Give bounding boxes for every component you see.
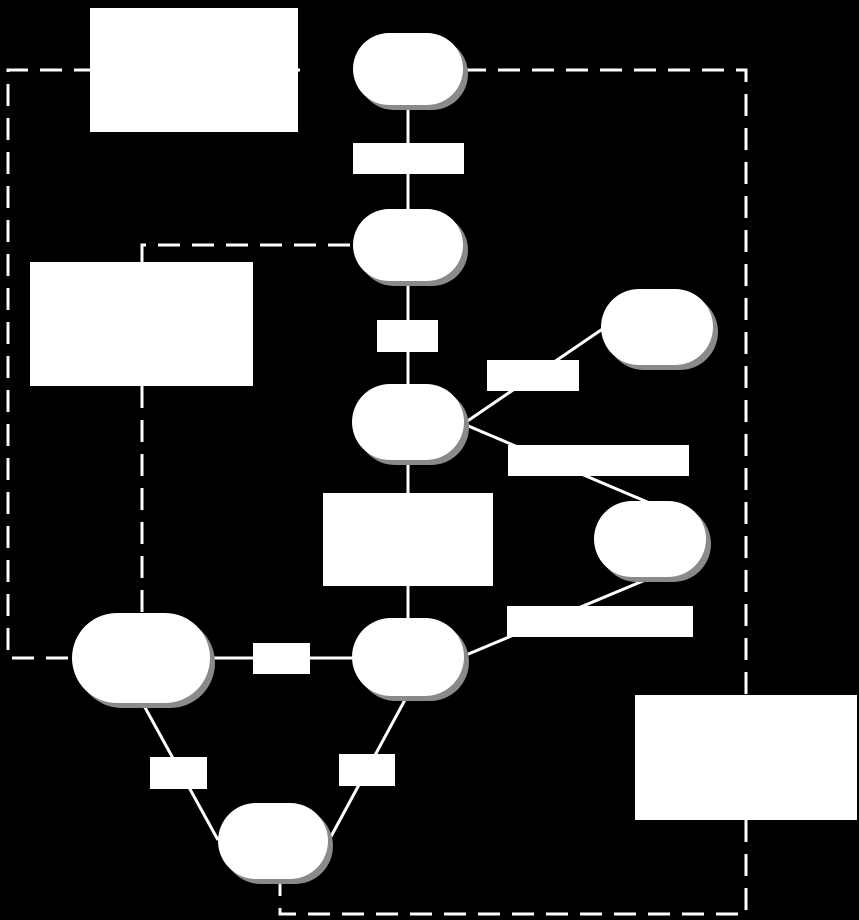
edge-label-right-lower [507, 606, 693, 637]
edge-label-top [353, 143, 464, 174]
edge-label-right-middle [508, 445, 689, 476]
box-top-left [90, 8, 298, 132]
oval-center-bottom [352, 618, 469, 701]
oval-right-upper [601, 289, 718, 370]
oval-bottom [218, 803, 333, 884]
oval-left-bottom [72, 613, 215, 708]
box-nodes [30, 8, 857, 820]
oval-nodes [72, 33, 718, 884]
box-bottom-right [635, 695, 857, 820]
oval-right-lower [594, 501, 711, 582]
edge-label-bottom-right [339, 754, 395, 786]
box-mid-left [30, 262, 253, 386]
edge-label-bottom-left [150, 757, 207, 789]
edge-label-right-upper [487, 360, 579, 391]
oval-top [353, 33, 468, 110]
box-center [323, 493, 493, 586]
oval-middle [352, 384, 469, 465]
edge-label-boxes [150, 143, 693, 789]
dashed-bottom-return [278, 820, 748, 916]
oval-second [353, 209, 468, 286]
dashed-second-branch [140, 243, 350, 262]
edge-label-horizontal [253, 643, 310, 674]
dashed-right-loop [464, 68, 748, 695]
edge-label-second [377, 320, 438, 352]
